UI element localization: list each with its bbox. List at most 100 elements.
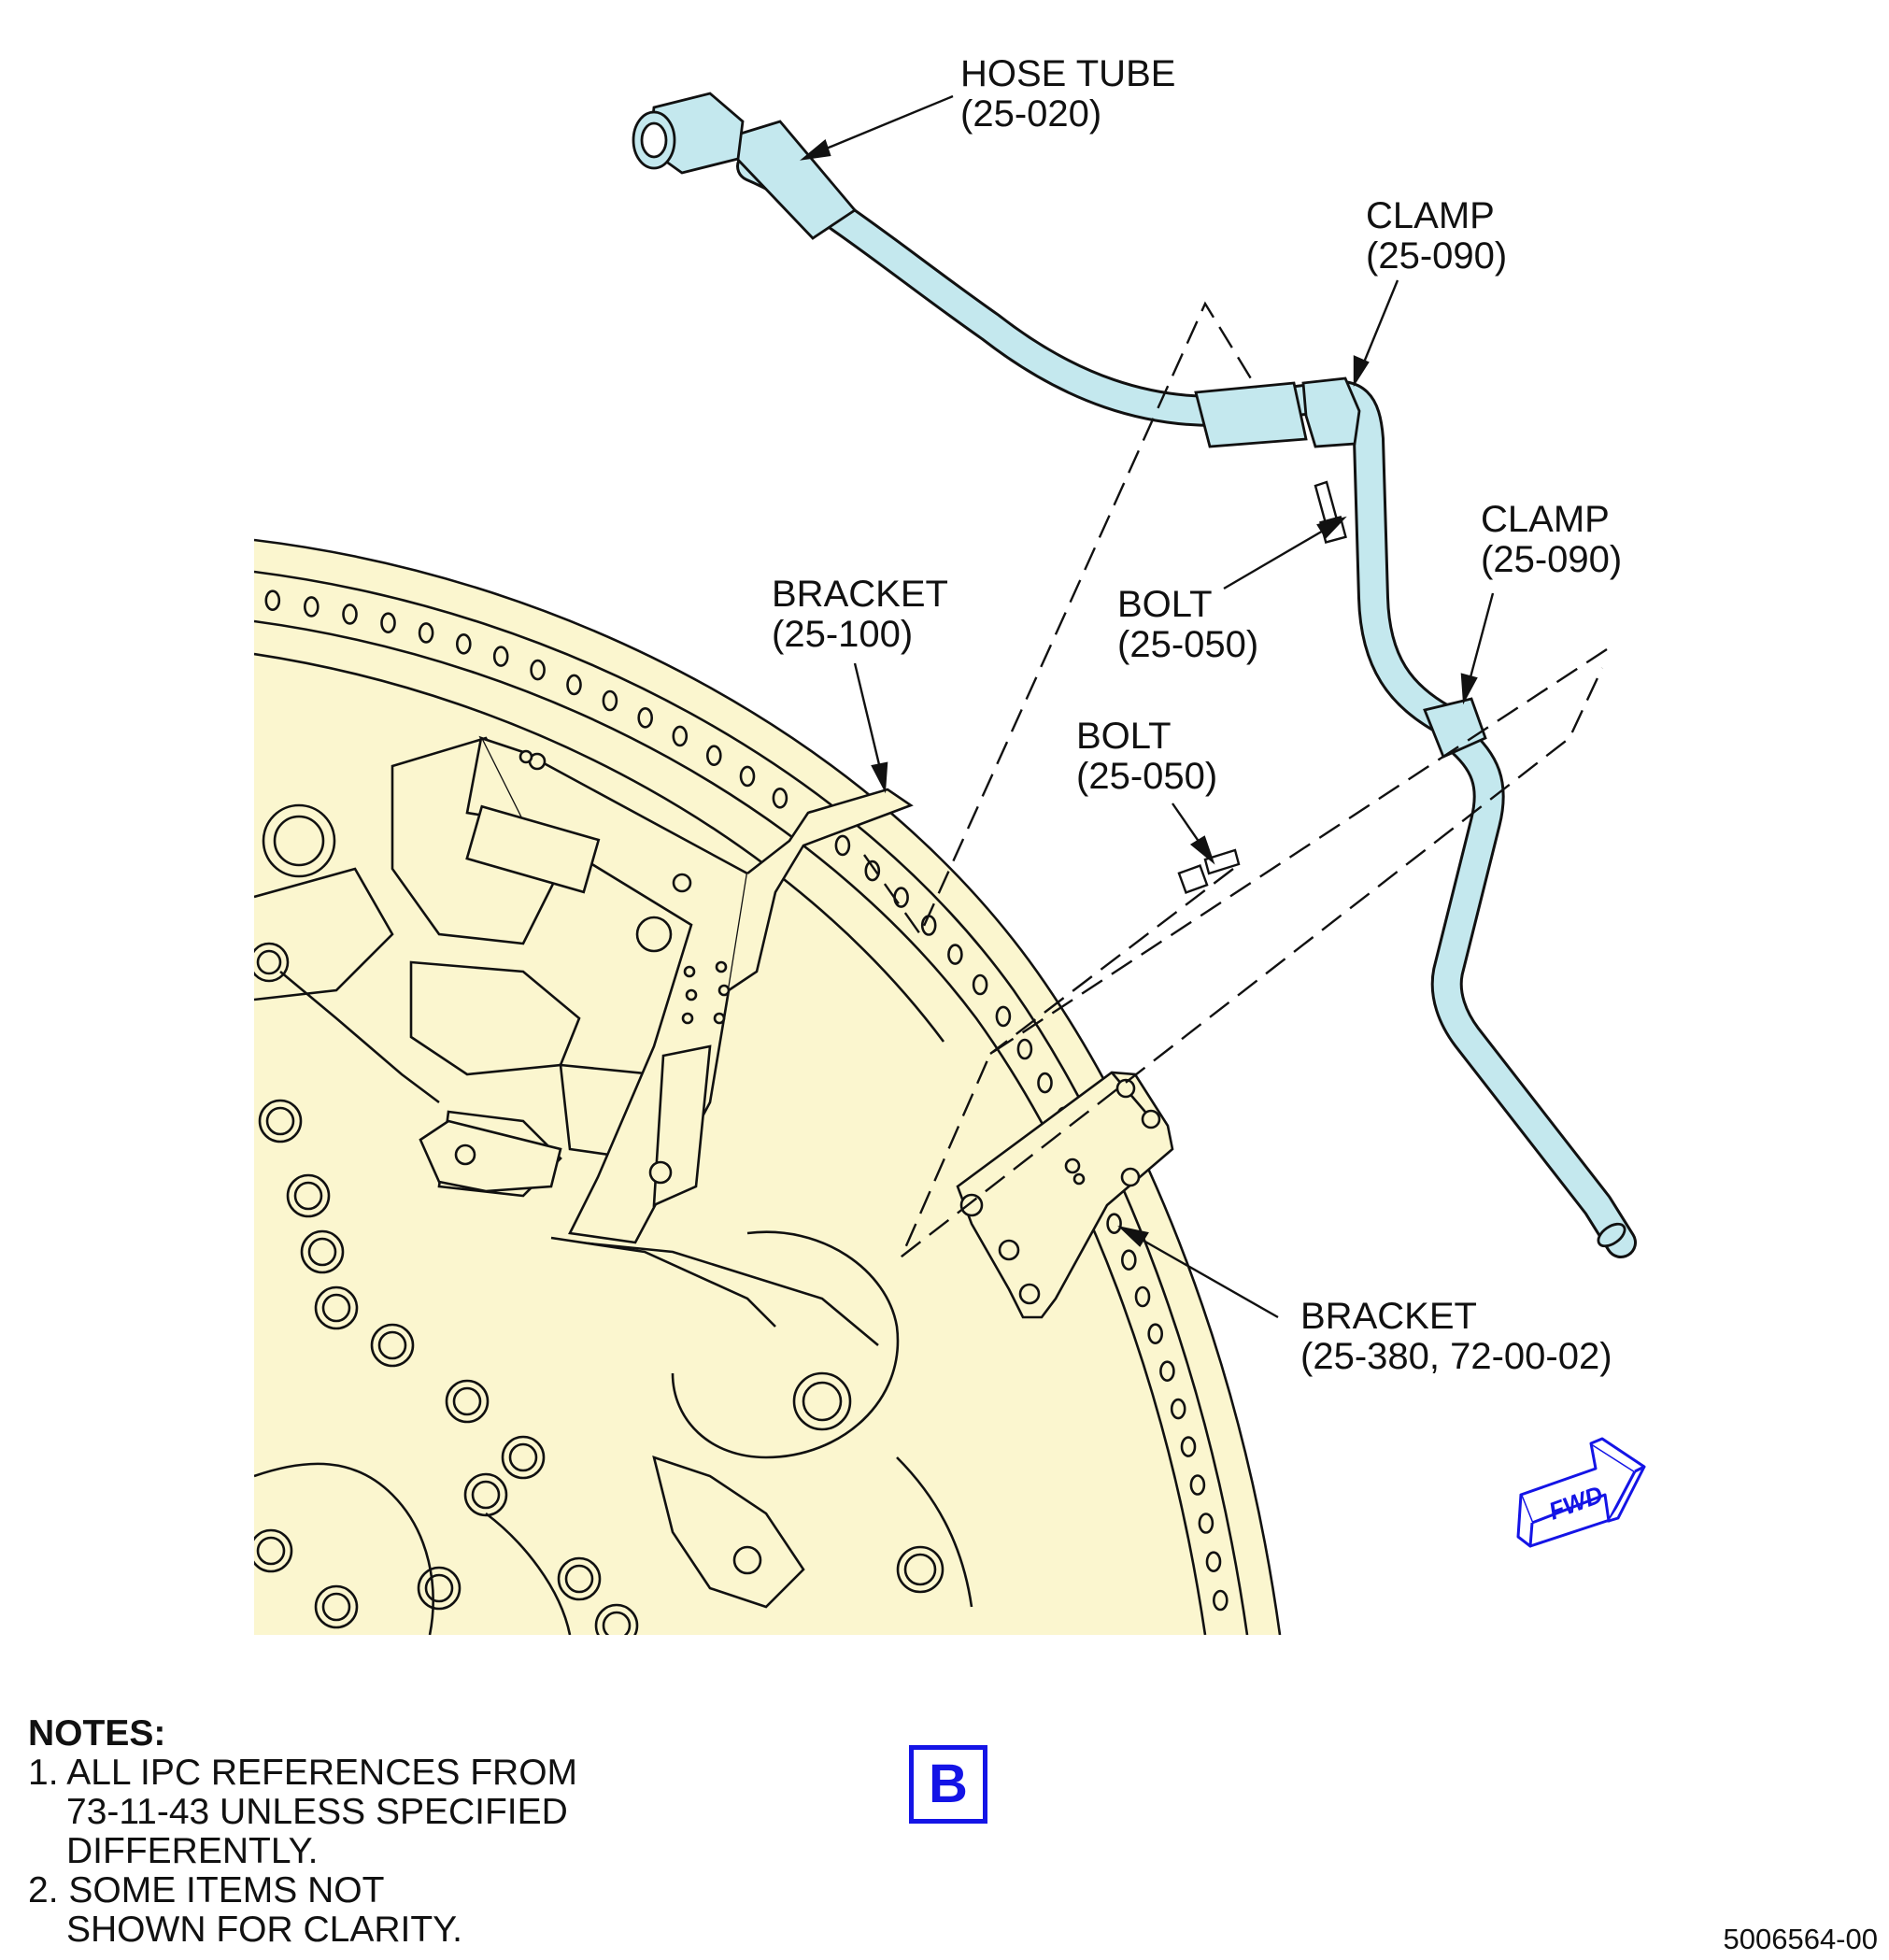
bracket-lower-part [956, 1071, 1174, 1319]
flange-hole [342, 604, 358, 625]
flange-hole [864, 859, 881, 882]
boss-hole [508, 1442, 538, 1472]
leader-lines [799, 94, 1495, 1319]
boss-hole [471, 1480, 501, 1510]
flange-hole [1147, 1323, 1163, 1344]
flange-hole [1134, 1285, 1151, 1308]
callout-hose-tube-name: HOSE TUBE [960, 53, 1176, 94]
boss-hole [314, 1285, 359, 1330]
note-1-line-2: 73-11-43 UNLESS SPECIFIED [66, 1792, 568, 1832]
callout-clamp-lower-name: CLAMP [1481, 499, 1610, 540]
boss-hole [256, 1536, 286, 1566]
boss-hole [424, 1573, 454, 1603]
callout-bracket-lower: BRACKET (25-380, 72-00-02) [1300, 1297, 1612, 1377]
callout-hose-tube-ref: (25-020) [960, 93, 1102, 135]
callout-bolt-lower-ref: (25-050) [1076, 756, 1218, 797]
callout-bracket-upper-ref: (25-100) [772, 614, 914, 655]
notes-title: NOTES: [28, 1713, 166, 1754]
flange-hole [705, 745, 722, 767]
boss-hole [258, 1099, 303, 1143]
boss-hole [307, 1237, 337, 1267]
boss-hole [557, 1556, 602, 1601]
boss-hole [445, 1379, 490, 1424]
flange-hole [672, 725, 689, 747]
flange-hole [1205, 1551, 1222, 1572]
flange-hole [602, 689, 618, 712]
flange-hole [418, 622, 434, 644]
boss-hole [321, 1293, 351, 1323]
flange-hole [1037, 1072, 1053, 1094]
callout-hose-tube: HOSE TUBE (25-020) [960, 54, 1175, 135]
boss-hole [293, 1181, 323, 1211]
flange-hole [834, 834, 851, 857]
boss-hole [254, 1528, 293, 1573]
flange-hole [303, 596, 320, 618]
flange-hole [1170, 1398, 1186, 1420]
note-item-2: 2. SOME ITEMS NOT [28, 1871, 577, 1910]
flange-hole [995, 1005, 1012, 1028]
flange-hole [637, 706, 654, 729]
callout-bracket-upper-name: BRACKET [772, 574, 948, 615]
boss-hole [377, 1330, 407, 1360]
callout-clamp-lower-ref: (25-090) [1481, 539, 1623, 580]
callout-clamp-lower: CLAMP (25-090) [1481, 500, 1622, 580]
callout-bracket-upper: BRACKET (25-100) [772, 575, 948, 655]
flange-hole [947, 944, 963, 965]
flange-hole [1180, 1436, 1197, 1457]
flange-hole [1121, 1249, 1137, 1271]
flange-hole [1159, 1360, 1175, 1382]
flange-hole [1106, 1213, 1122, 1234]
boss-hole [314, 1584, 359, 1629]
callout-bolt-upper-name: BOLT [1117, 584, 1213, 625]
view-tag: B [909, 1745, 987, 1824]
flange-hole [530, 659, 546, 681]
boss-hole [452, 1386, 482, 1416]
callout-clamp-upper-name: CLAMP [1366, 195, 1495, 236]
callout-clamp-upper-ref: (25-090) [1366, 235, 1508, 277]
boss-hole [286, 1173, 331, 1218]
note-1-line-3: DIFFERENTLY. [66, 1831, 319, 1871]
note-2-line-1: SOME ITEMS NOT [68, 1870, 385, 1910]
boss-hole [501, 1435, 546, 1480]
boss-hole [564, 1564, 594, 1594]
boss-hole [370, 1323, 415, 1368]
flange-hole [264, 589, 281, 612]
boss-hole [594, 1603, 639, 1635]
flange-hole [380, 612, 396, 634]
boss-hole [602, 1611, 632, 1635]
flange-hole [1016, 1038, 1033, 1060]
boss-hole [300, 1229, 345, 1274]
flange-hole [492, 646, 509, 667]
callout-bolt-lower: BOLT (25-050) [1076, 717, 1217, 797]
notes-block: NOTES: 1. ALL IPC REFERENCES FROM 73-11-… [28, 1714, 577, 1950]
hose-tube-part [632, 92, 1637, 1258]
callout-bolt-lower-name: BOLT [1076, 716, 1172, 757]
boss-hole [321, 1592, 351, 1622]
note-item-1: 1. ALL IPC REFERENCES FROM [28, 1754, 577, 1793]
callout-bracket-lower-ref: (25-380, 72-00-02) [1300, 1336, 1612, 1377]
flange-hole [739, 765, 756, 788]
flange-hole [1198, 1513, 1214, 1534]
note-2-number: 2. [28, 1870, 59, 1910]
flange-hole [566, 674, 582, 696]
drawing-number: 5006564-00 [1723, 1923, 1879, 1955]
assembly-dash-lines [863, 301, 1608, 1257]
flange-hole [455, 632, 472, 655]
boss-hole [265, 1106, 295, 1136]
flange-hole [1213, 1589, 1229, 1612]
callout-bolt-upper-ref: (25-050) [1117, 624, 1259, 665]
note-2-line-2: SHOWN FOR CLARITY. [66, 1910, 462, 1950]
note-1-line-1: ALL IPC REFERENCES FROM [66, 1753, 578, 1793]
forward-direction-arrow-icon: FWD [1516, 1437, 1646, 1548]
callout-bolt-upper: BOLT (25-050) [1117, 585, 1258, 665]
bolt-lower-part [1177, 848, 1241, 894]
callout-bracket-lower-name: BRACKET [1300, 1296, 1477, 1337]
inner-boss-ring [254, 1099, 639, 1635]
boss-hole [463, 1472, 508, 1517]
flange-hole [1189, 1474, 1206, 1496]
note-1-number: 1. [28, 1753, 59, 1793]
bracket-upper-part [419, 735, 914, 1328]
callout-clamp-upper: CLAMP (25-090) [1366, 196, 1507, 277]
boss-hole [417, 1566, 462, 1611]
